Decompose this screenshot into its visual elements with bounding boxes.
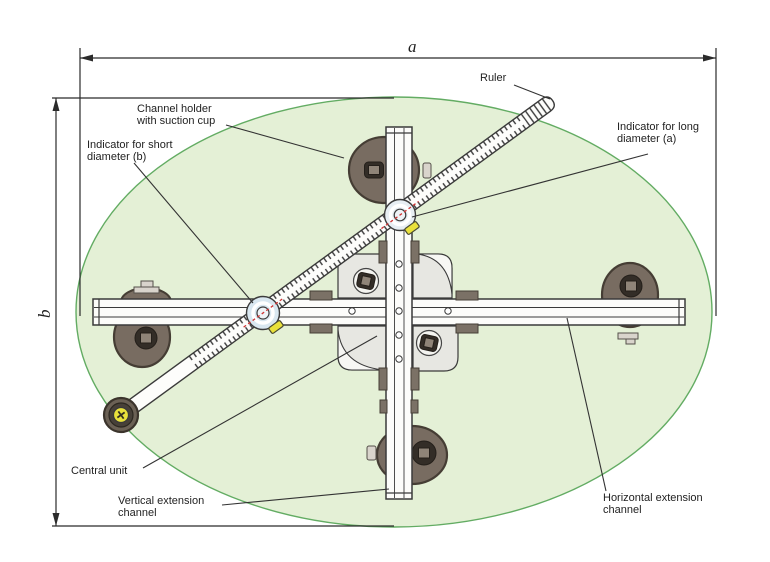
label-channel-holder-line1: Channel holder: [137, 103, 212, 115]
label-central-unit: Central unit: [71, 465, 127, 477]
arrowhead-right: [703, 54, 716, 62]
label-horizontal-extension-line2: channel: [603, 504, 642, 516]
leader-vertical-extension: [221, 488, 390, 506]
leader-lines: [133, 84, 649, 506]
leader-indicator-long: [411, 153, 649, 218]
label-vertical-extension-line2: channel: [118, 507, 157, 519]
fillet-bottom-left: [337, 329, 385, 371]
label-vertical-extension-line1: Vertical extension: [118, 495, 204, 507]
leader-horizontal-extension: [566, 317, 607, 492]
label-indicator-long-line2: diameter (a): [617, 133, 676, 145]
channel-holes: [348, 260, 452, 363]
dimension-b: b: [35, 97, 394, 527]
channel-clips: [309, 240, 479, 414]
label-indicator-long-line1: Indicator for long: [617, 121, 699, 133]
cup-tab: [140, 280, 154, 288]
arrowhead-left: [80, 54, 93, 62]
label-indicator-short-line2: diameter (b): [87, 151, 146, 163]
leader-central-unit: [142, 335, 378, 469]
red-alignment-mark: [381, 200, 419, 230]
yellow-marker-tab: [404, 221, 420, 235]
dimension-b-label: b: [35, 310, 54, 319]
dimension-a-label: a: [408, 37, 417, 56]
cup-tab-nub: [625, 338, 636, 345]
dimension-a: a: [79, 37, 717, 316]
label-channel-holder-line2: with suction cup: [136, 115, 215, 127]
label-indicator-short-line1: Indicator for short: [87, 139, 173, 151]
leader-channel-holder: [225, 124, 345, 159]
cup-tab: [366, 445, 377, 461]
indicator-long-diameter: [381, 198, 420, 235]
arrowhead-up: [52, 98, 60, 111]
red-alignment-mark: [243, 298, 283, 328]
leader-indicator-short: [133, 162, 254, 304]
cup-tab: [617, 332, 639, 340]
ruler-ticks-end: [520, 97, 554, 127]
yellow-marker-tab: [268, 320, 284, 334]
central-knob-bottom-right: [415, 329, 443, 357]
central-knob-top-left: [352, 267, 380, 295]
label-ruler: Ruler: [480, 72, 507, 84]
central-unit: [337, 253, 459, 372]
label-horizontal-extension-line1: Horizontal extension: [603, 492, 703, 504]
fillet-top-right: [416, 253, 453, 295]
annotations: Ruler Channel holder with suction cup In…: [71, 72, 703, 519]
indicator-short-diameter: [243, 295, 284, 334]
arrowhead-down: [52, 513, 60, 526]
leader-ruler: [513, 84, 551, 100]
ruler-pivot-knob: [102, 396, 140, 434]
cup-tab-base: [133, 286, 160, 294]
cup-tab: [422, 162, 432, 179]
